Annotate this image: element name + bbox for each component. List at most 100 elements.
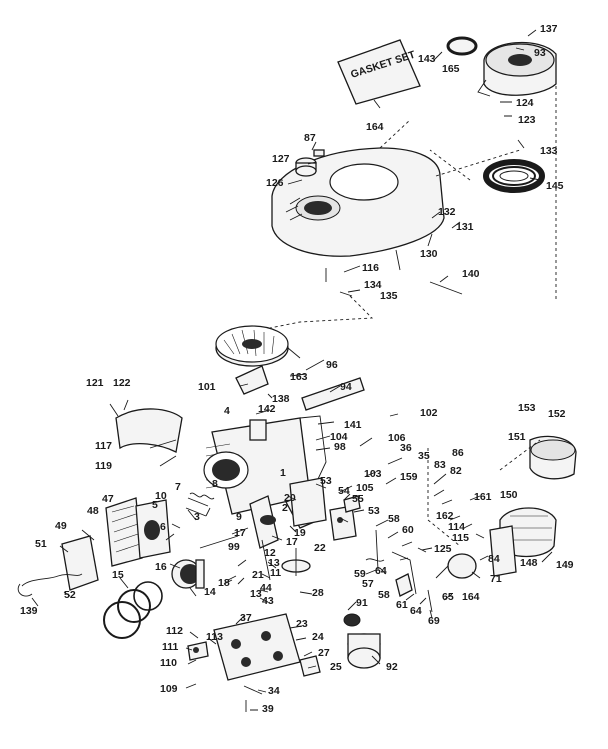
callout-label-p44: 44: [260, 582, 272, 594]
air-filter-bracket: [489, 525, 517, 577]
callout-label-p111: 111: [162, 641, 179, 653]
callout-label-p119: 119: [95, 460, 112, 472]
callout-label-p3: 3: [194, 511, 200, 523]
callout-label-p22: 22: [314, 542, 326, 554]
ignition-coil: [235, 365, 269, 395]
carburetor-float-bowl: [435, 553, 477, 579]
callout-label-p150: 150: [500, 489, 518, 501]
callout-label-p110: 110: [160, 657, 177, 669]
fuel-cap: [295, 157, 317, 177]
callout-label-p137: 137: [540, 23, 558, 35]
callout-label-p159: 159: [400, 471, 418, 483]
muffler: [343, 613, 381, 669]
callout-label-p109: 109: [160, 683, 178, 695]
callout-label-p93: 93: [534, 47, 546, 59]
callout-label-p13b: 13: [250, 588, 262, 600]
callout-label-p134: 134: [364, 279, 382, 291]
recoil-starter-housing: [477, 41, 557, 97]
callout-label-p132: 132: [438, 206, 456, 218]
callout-label-p139: 139: [20, 605, 38, 617]
callout-label-p164a: 164: [366, 121, 384, 133]
callout-label-p162: 162: [436, 510, 454, 522]
callout-label-p102: 102: [420, 407, 438, 419]
callout-label-p101: 101: [198, 381, 216, 393]
governor-linkage: [365, 529, 433, 613]
callout-label-p9: 9: [236, 511, 242, 523]
callout-label-p124: 124: [516, 97, 534, 109]
callout-label-p152: 152: [548, 408, 566, 420]
flywheel: [215, 325, 301, 367]
callout-label-p135: 135: [380, 290, 398, 302]
callout-label-p36: 36: [400, 442, 412, 454]
callout-label-p143: 143: [418, 53, 436, 65]
callout-label-p82: 82: [450, 465, 462, 477]
callout-label-p127: 127: [272, 153, 290, 165]
callout-label-p71: 71: [490, 573, 502, 585]
callout-label-p112: 112: [166, 625, 183, 637]
callout-label-p21: 21: [252, 569, 264, 581]
callout-label-p11: 11: [270, 567, 281, 579]
starter-gasket-ring: [446, 36, 478, 56]
callout-label-p17b: 17: [286, 536, 298, 548]
starter-spring: [483, 159, 545, 193]
callout-label-p114: 114: [448, 521, 465, 533]
callout-label-p14: 14: [204, 586, 216, 598]
callout-label-p25: 25: [330, 661, 342, 673]
callout-label-p4: 4: [224, 405, 230, 417]
callout-label-p141: 141: [344, 419, 362, 431]
callout-label-p20: 20: [284, 492, 296, 504]
callout-label-p142: 142: [258, 403, 276, 415]
callout-label-p57: 57: [362, 578, 374, 590]
callout-label-p1: 1: [280, 467, 286, 479]
callout-label-p122: 122: [113, 377, 131, 389]
callout-label-p99: 99: [228, 541, 240, 553]
callout-label-p116: 116: [362, 262, 379, 274]
callout-label-p161: 161: [474, 491, 492, 503]
callout-label-p13a: 13: [268, 557, 280, 569]
callout-label-p19: 19: [294, 527, 306, 539]
callout-label-p28: 28: [312, 587, 324, 599]
callout-label-p165: 165: [442, 63, 460, 75]
callout-label-p49: 49: [55, 520, 67, 532]
piston-rings: [103, 581, 163, 639]
callout-label-p43: 43: [262, 595, 274, 607]
callout-label-p140: 140: [462, 268, 480, 280]
callout-label-p53b: 53: [368, 505, 380, 517]
callout-label-p17a: 17: [234, 527, 246, 539]
callout-label-p27: 27: [318, 647, 330, 659]
callout-label-p18: 18: [218, 577, 230, 589]
flywheel-key-plate: [301, 377, 365, 411]
callout-label-p104: 104: [330, 431, 348, 443]
cover-plate: [299, 655, 321, 677]
callout-label-p10: 10: [155, 490, 167, 502]
callout-label-p65: 65: [442, 591, 454, 603]
callout-label-p60: 60: [402, 524, 414, 536]
carburetor-body: [135, 499, 171, 559]
mounting-bracket: [61, 535, 99, 591]
callout-label-p37: 37: [240, 612, 252, 624]
callout-label-p164b: 164: [462, 591, 480, 603]
callout-label-p103: 103: [364, 468, 382, 480]
callout-label-p98: 98: [334, 441, 346, 453]
callout-label-p16: 16: [155, 561, 167, 573]
callout-label-p69: 69: [428, 615, 440, 627]
callout-label-p39: 39: [262, 703, 274, 715]
callout-label-p83: 83: [434, 459, 446, 471]
callout-label-p87: 87: [304, 132, 316, 144]
leader-lines: [31, 29, 553, 711]
callout-label-p113: 113: [206, 631, 223, 643]
callout-label-p151: 151: [508, 431, 526, 443]
callout-label-p131: 131: [456, 221, 474, 233]
callout-label-p53a: 53: [320, 475, 332, 487]
callout-label-p121: 121: [86, 377, 104, 389]
callout-label-p117: 117: [95, 440, 112, 452]
callout-label-p91: 91: [356, 597, 368, 609]
callout-label-p92: 92: [386, 661, 398, 673]
callout-label-p6: 6: [160, 521, 166, 533]
callout-label-p149: 149: [556, 559, 574, 571]
wrist-pin: [199, 535, 239, 549]
callout-label-p153: 153: [518, 402, 536, 414]
callout-label-p23: 23: [296, 618, 308, 630]
